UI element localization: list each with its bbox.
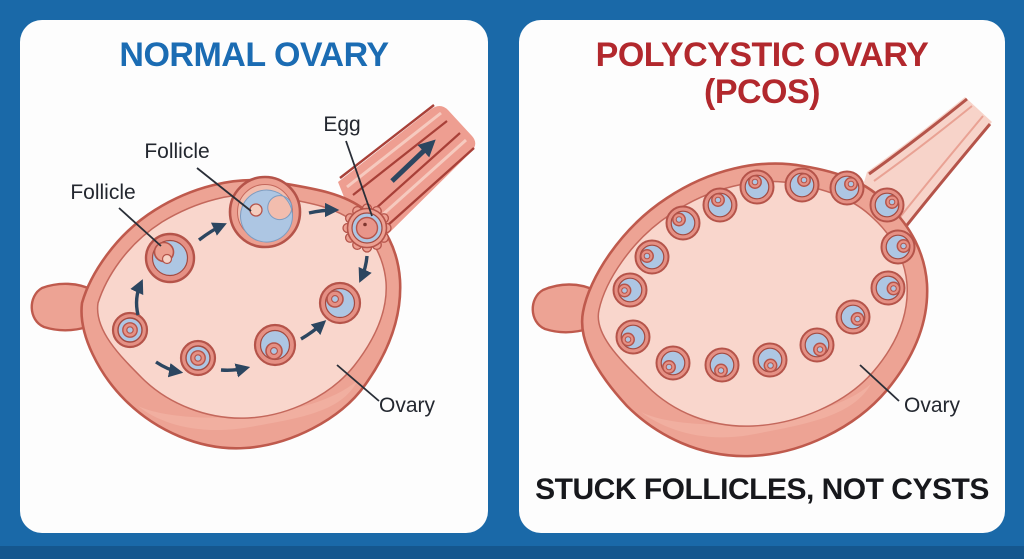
pcos-title: POLYCYSTIC OVARY (PCOS)	[519, 36, 1005, 112]
background-footer-strip	[0, 546, 1024, 559]
normal-ovary-illustration	[30, 104, 476, 450]
pcos-ovary-illustration	[531, 97, 992, 458]
leader-lines	[859, 364, 900, 402]
label-ovary-left: Ovary	[378, 394, 436, 417]
pcos-title-line1: POLYCYSTIC OVARY	[595, 36, 929, 74]
normal-ovary-title: NORMAL OVARY	[119, 36, 389, 74]
follicle-stage-7-ovulation	[342, 203, 392, 253]
cycle-arrows	[130, 202, 372, 378]
follicle-stage-6-mature	[228, 175, 302, 249]
pcos-caption: STUCK FOLLICLES, NOT CYSTS	[535, 473, 989, 506]
follicle-stage-4	[318, 281, 362, 325]
leader-lines	[118, 140, 380, 402]
pcos-panel: POLYCYSTIC OVARY (PCOS)	[519, 20, 1005, 533]
normal-ovary-panel: NORMAL OVARY	[20, 20, 488, 533]
label-follicle-top: Follicle	[144, 140, 210, 163]
label-ovary-right: Ovary	[903, 394, 961, 417]
fallopian-tube	[338, 104, 476, 238]
pcos-follicle-ring	[612, 167, 916, 383]
label-follicle-left: Follicle	[70, 181, 136, 204]
follicle-stage-1	[111, 311, 149, 349]
follicle-stage-5	[144, 232, 196, 284]
pcos-title-line2: (PCOS)	[704, 73, 821, 112]
label-egg: Egg	[323, 113, 361, 136]
follicle-stage-3	[253, 323, 297, 367]
ovulation-arrow	[390, 139, 436, 183]
follicle-stage-2	[179, 339, 217, 377]
